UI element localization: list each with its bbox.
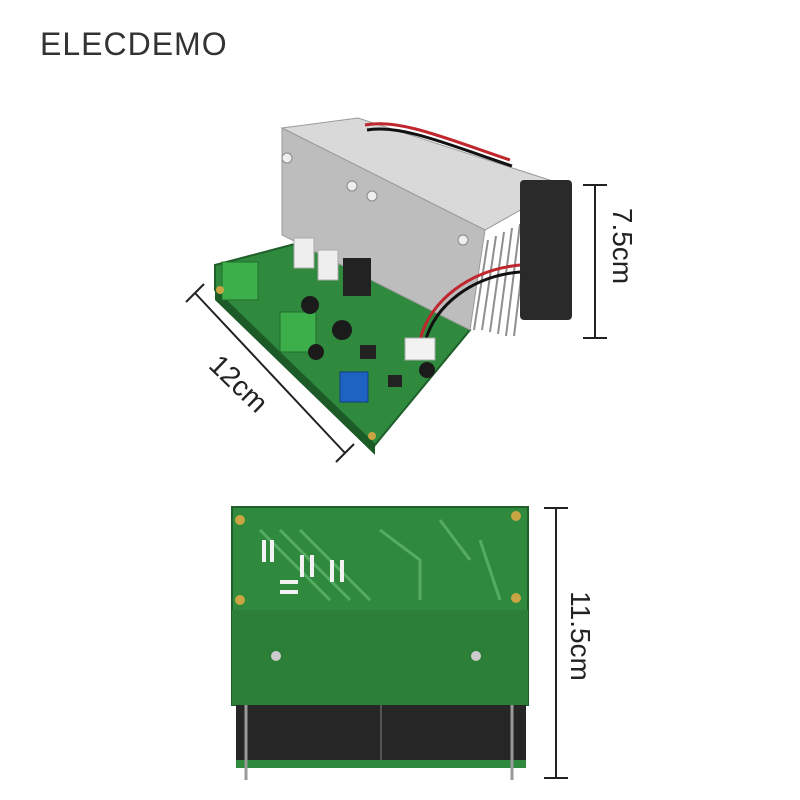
bottom-fan-right <box>381 705 526 760</box>
bottom-fan-left <box>236 705 381 760</box>
bottom-board-photo <box>231 506 529 780</box>
brand-logo-text: ELECDEMO <box>40 26 228 62</box>
top-board-photo <box>214 117 572 455</box>
terminal-block-2 <box>279 311 317 353</box>
length-dimension-label: 11.5cm <box>565 591 596 681</box>
dim-line-width-top <box>185 283 355 463</box>
heatsink-face <box>281 127 486 331</box>
terminal-block-1 <box>221 261 259 301</box>
blue-potentiometer <box>339 371 369 403</box>
height-dimension-label: 7.5cm <box>607 207 638 285</box>
top-fan <box>520 180 572 320</box>
dim-line-length-bottom <box>544 507 568 779</box>
dim-line-height-top <box>583 184 607 339</box>
